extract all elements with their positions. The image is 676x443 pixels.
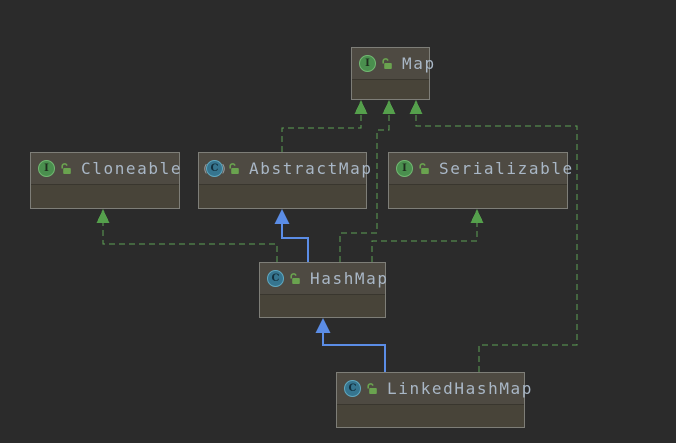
node-header: I Map xyxy=(352,48,434,80)
uml-node-map[interactable]: I Map xyxy=(351,47,434,100)
unlocked-icon xyxy=(60,162,72,175)
edge-hashmap-implements-cloneable xyxy=(96,209,278,262)
unlocked-icon xyxy=(366,382,378,395)
node-label: HashMap xyxy=(310,269,389,288)
node-label: Map xyxy=(402,54,436,73)
node-label: Serializable xyxy=(439,159,574,178)
class-icon: C xyxy=(267,270,284,287)
interface-icon: I xyxy=(359,55,376,72)
class-icon: C xyxy=(344,380,361,397)
edge-hashmap-implements-serializable xyxy=(371,209,484,262)
interface-icon: I xyxy=(38,160,55,177)
uml-node-abstractmap[interactable]: C AbstractMap xyxy=(198,152,371,209)
edge-linkedhashmap-extends-hashmap xyxy=(315,318,386,372)
node-header: C HashMap xyxy=(260,263,387,295)
node-header: I Serializable xyxy=(389,153,572,185)
unlocked-icon xyxy=(289,272,301,285)
edge-hashmap-implements-map xyxy=(339,100,396,262)
edge-abstractmap-implements-map xyxy=(281,100,368,152)
node-label: LinkedHashMap xyxy=(387,379,534,398)
uml-node-cloneable[interactable]: I Cloneable xyxy=(30,152,183,209)
uml-node-hashmap[interactable]: C HashMap xyxy=(259,262,387,318)
node-header: C AbstractMap xyxy=(199,153,371,185)
unlocked-icon xyxy=(381,57,393,70)
node-header: C LinkedHashMap xyxy=(337,373,531,405)
edge-hashmap-extends-abstractmap xyxy=(274,209,309,262)
node-header: I Cloneable xyxy=(31,153,183,185)
node-label: Cloneable xyxy=(81,159,183,178)
edge-linkedhashmap-implements-map xyxy=(409,100,578,372)
uml-node-linkedhashmap[interactable]: C LinkedHashMap xyxy=(336,372,531,428)
unlocked-icon xyxy=(418,162,430,175)
interface-icon: I xyxy=(396,160,413,177)
unlocked-icon xyxy=(228,162,240,175)
abstract-class-icon: C xyxy=(202,160,227,177)
uml-node-serializable[interactable]: I Serializable xyxy=(388,152,572,209)
node-label: AbstractMap xyxy=(249,159,373,178)
